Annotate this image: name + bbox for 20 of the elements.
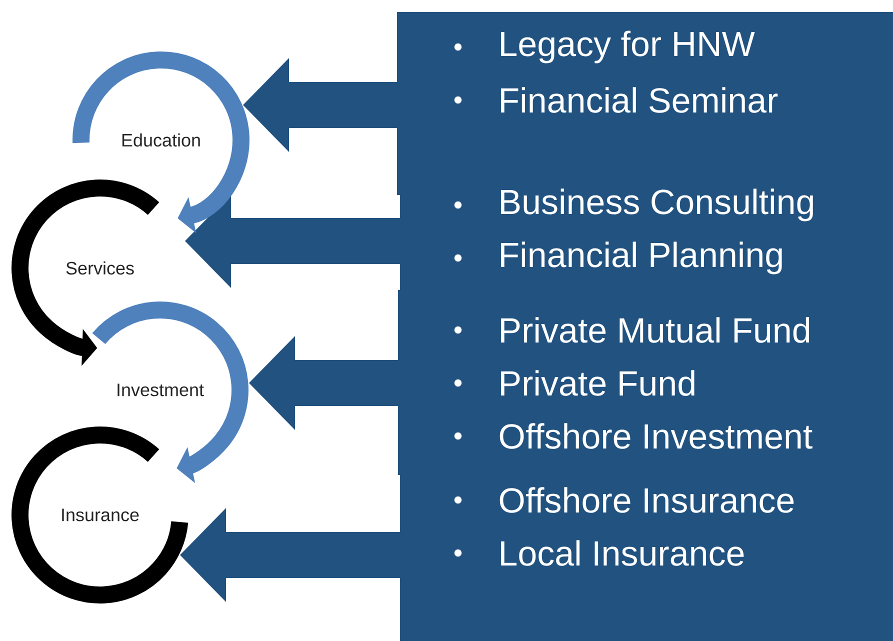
list-item: Financial Seminar xyxy=(501,87,778,113)
circle-label: Education xyxy=(122,133,200,147)
circle-label: Investment xyxy=(118,384,204,396)
list-item: Private Fund xyxy=(501,370,694,396)
list-item: Financial Planning xyxy=(501,242,782,274)
list-item: Legacy for HNW xyxy=(501,30,755,64)
circle-label: Insurance xyxy=(62,508,139,522)
list-item: Offshore Investment xyxy=(500,423,812,449)
list-item: Business Consulting xyxy=(501,188,813,222)
block-arrow xyxy=(185,194,402,288)
block-arrow xyxy=(180,508,402,602)
circle-label: Services xyxy=(66,261,134,275)
list-item: Local Insurance xyxy=(501,540,744,566)
list-item: Private Mutual Fund xyxy=(501,317,810,343)
panel-box xyxy=(400,475,893,641)
block-arrow xyxy=(249,336,400,430)
circular-arrow xyxy=(92,302,248,484)
panel-box xyxy=(398,290,893,475)
list-item: Offshore Insurance xyxy=(500,487,794,513)
block-arrow xyxy=(243,58,399,152)
